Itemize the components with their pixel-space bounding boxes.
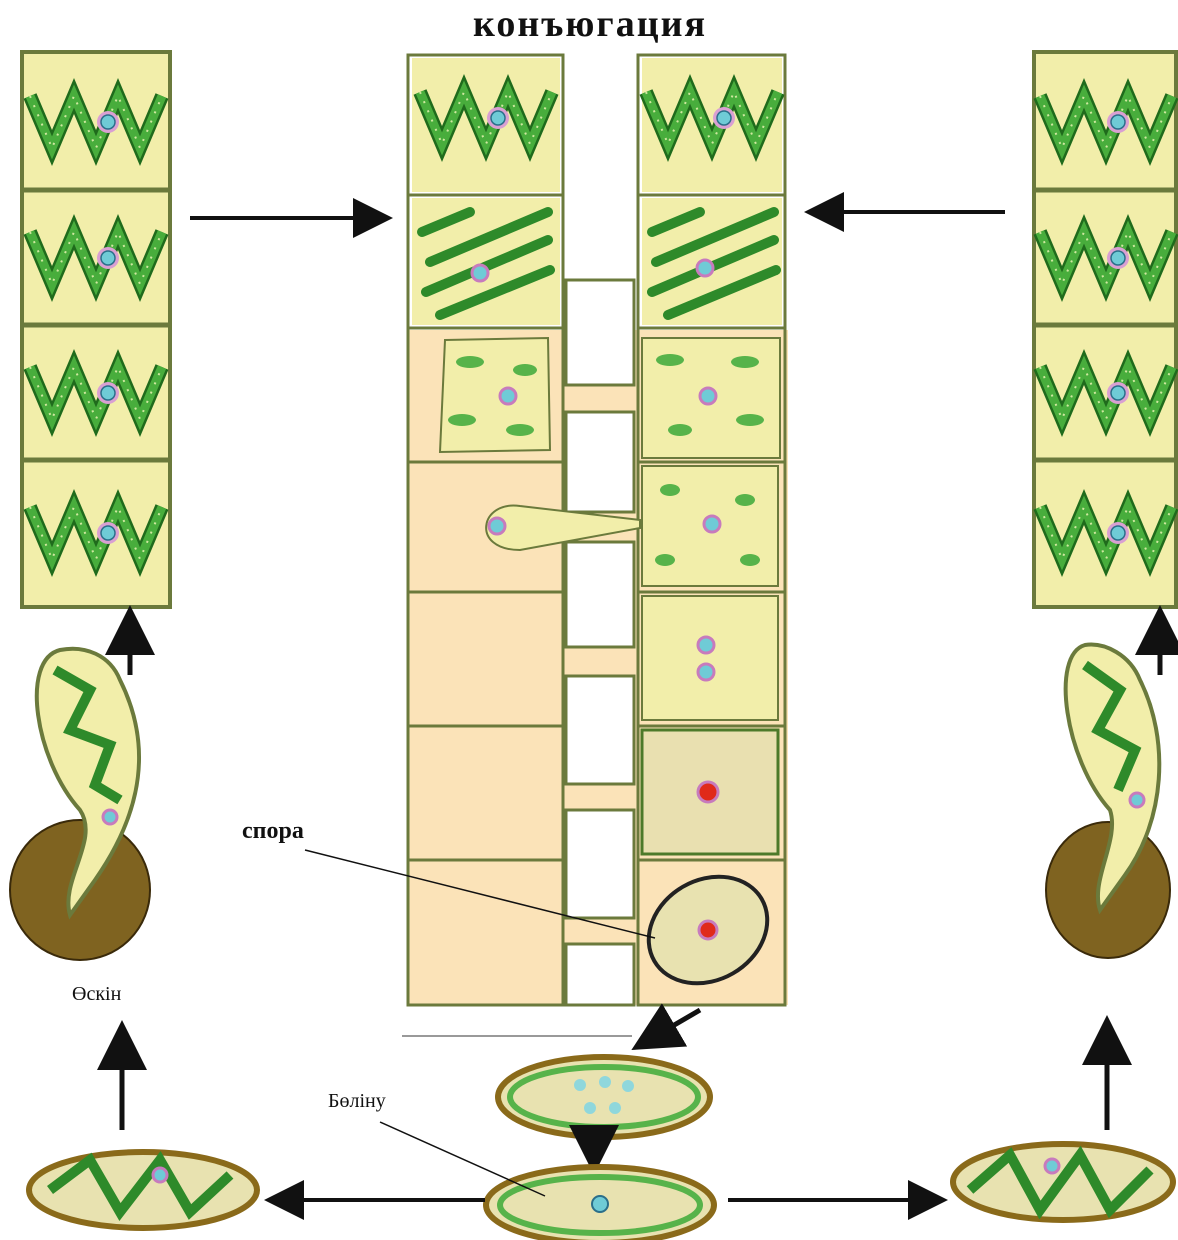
left-filament [22,52,170,607]
label-spore: спора [242,818,304,844]
label-division: Бөліну [328,1090,386,1112]
germinating-cell-right [1046,645,1170,958]
label-germination: Өскін [72,983,122,1005]
diagram-title: конъюгация [473,3,707,45]
spore-stage-2 [486,1167,714,1240]
arrow-to-spore-1 [640,1010,700,1045]
conjugation-panel [408,55,788,1005]
right-filament [1034,52,1176,607]
spore-stage-1 [498,1057,710,1137]
germinating-cell-left [10,649,150,960]
spore-right-bottom [953,1144,1173,1220]
division-leader-line [380,1122,545,1196]
spore-left-bottom [29,1152,257,1228]
